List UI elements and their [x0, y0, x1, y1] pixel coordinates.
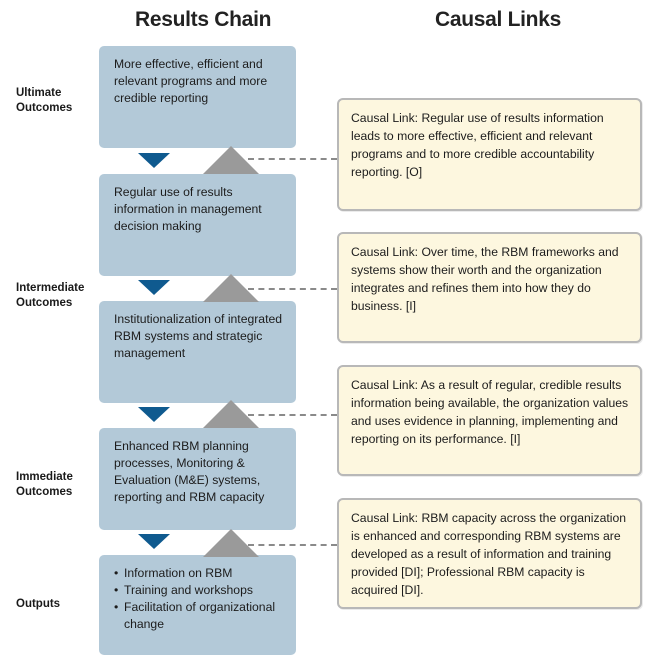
results-chain-header: Results Chain: [135, 8, 272, 31]
results-box-outputs: Information on RBM Training and workshop…: [99, 555, 296, 655]
outputs-list-item: Facilitation of organizational change: [114, 599, 284, 633]
results-box-intermediate-outcome-1: Regular use of results information in ma…: [99, 174, 296, 276]
results-box-immediate-outcome: Enhanced RBM planning processes, Monitor…: [99, 428, 296, 530]
dashed-connector: [248, 288, 337, 290]
causal-link-box-4: Causal Link: RBM capacity across the org…: [337, 498, 642, 609]
outputs-list-item: Information on RBM: [114, 565, 284, 582]
causal-link-box-2: Causal Link: Over time, the RBM framewor…: [337, 232, 642, 343]
results-box-ultimate-outcome: More effective, efficient and relevant p…: [99, 46, 296, 148]
up-arrow-icon: [203, 146, 259, 174]
outputs-list: Information on RBM Training and workshop…: [114, 565, 284, 633]
down-arrow-icon: [138, 407, 170, 422]
down-arrow-icon: [138, 153, 170, 168]
level-label-ultimate-outcomes: Ultimate Outcomes: [16, 87, 73, 114]
up-arrow-icon: [203, 529, 259, 557]
outputs-list-item: Training and workshops: [114, 582, 284, 599]
dashed-connector: [248, 414, 337, 416]
dashed-connector: [248, 544, 337, 546]
causal-link-box-1: Causal Link: Regular use of results info…: [337, 98, 642, 211]
results-box-intermediate-outcome-2: Institutionalization of integrated RBM s…: [99, 301, 296, 403]
level-label-immediate-outcomes: Immediate Outcomes: [16, 471, 73, 498]
level-label-outputs: Outputs: [16, 598, 61, 610]
causal-link-box-3: Causal Link: As a result of regular, cre…: [337, 365, 642, 476]
causal-links-header: Causal Links: [435, 8, 561, 31]
level-label-intermediate-outcomes: Intermediate Outcomes: [16, 282, 85, 309]
down-arrow-icon: [138, 534, 170, 549]
dashed-connector: [248, 158, 337, 160]
down-arrow-icon: [138, 280, 170, 295]
